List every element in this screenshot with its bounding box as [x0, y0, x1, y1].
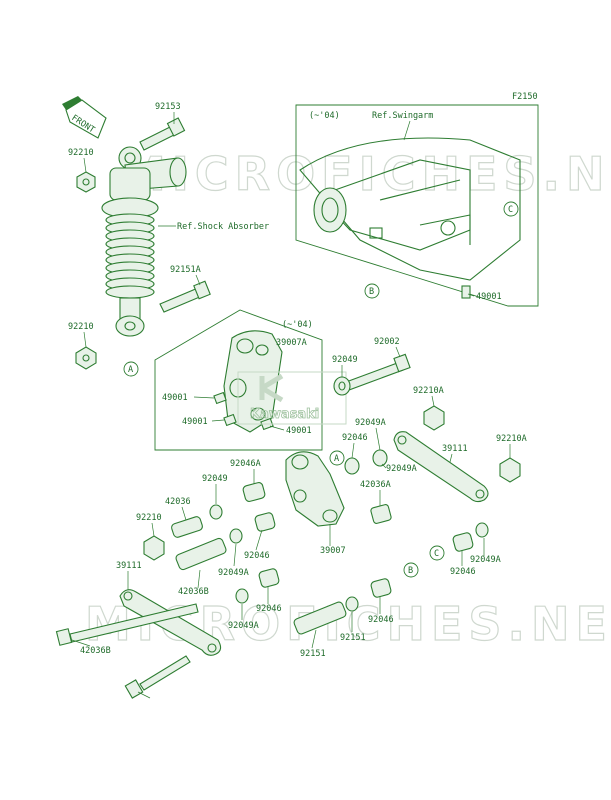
nut-92210A-upper	[423, 405, 445, 431]
svg-text:A: A	[334, 454, 339, 464]
nut-92210A-lower	[499, 457, 521, 483]
part-label: 42036B	[178, 587, 209, 597]
part-label: 92049	[332, 355, 358, 365]
part-label: 39111	[116, 561, 142, 571]
rocker-39007	[285, 451, 345, 527]
swingarm-reference-box	[295, 104, 539, 307]
svg-text:C: C	[434, 549, 439, 559]
nut-92210-lower-left	[143, 535, 165, 561]
part-label: 49001	[476, 292, 502, 302]
svg-text:B: B	[369, 287, 374, 297]
shock-absorber	[101, 146, 187, 337]
bolt-92151A	[159, 280, 211, 313]
part-label: 49001	[286, 426, 312, 436]
bolt-92153	[139, 117, 186, 151]
callout-a-1: A	[123, 361, 139, 377]
svg-text:A: A	[128, 365, 133, 375]
callout-b-1: B	[364, 283, 380, 299]
bushings	[171, 449, 489, 635]
part-label: 92210	[68, 148, 94, 158]
part-label: 92046	[256, 604, 282, 614]
swingarm-range: (~'04)	[309, 111, 340, 121]
part-label: 92049A	[228, 621, 259, 631]
part-label: 49001	[162, 393, 188, 403]
figure-code: F2150	[512, 92, 538, 102]
kawasaki-badge: Kawasaki	[237, 371, 347, 425]
collar-92049-top	[333, 376, 351, 396]
front-arrow-icon: FRONT	[62, 96, 107, 139]
tie-rod-39111-right	[393, 431, 489, 503]
part-label: 39111	[442, 444, 468, 454]
brand-badge-text: Kawasaki	[250, 407, 319, 422]
part-label: 92046A	[230, 459, 261, 469]
part-label: 92046	[342, 433, 368, 443]
part-label: 42036	[165, 497, 191, 507]
part-label: 92002	[374, 337, 400, 347]
bolt-92151-upper	[55, 603, 199, 646]
part-label: 92046	[450, 567, 476, 577]
part-label: 92049	[202, 474, 228, 484]
part-label: 92210	[136, 513, 162, 523]
part-label: 92049A	[355, 418, 386, 428]
callout-c-2: C	[429, 545, 445, 561]
part-label: 92049A	[386, 464, 417, 474]
part-label: 42036A	[360, 480, 391, 490]
part-label: 92046	[244, 551, 270, 561]
part-label: 42036B	[80, 646, 111, 656]
part-label: 92153	[155, 102, 181, 112]
part-label: 92049A	[218, 568, 249, 578]
part-label: 92210A	[496, 434, 527, 444]
part-label: 92151A	[170, 265, 201, 275]
watermark-top: MICROFICHES.NET	[120, 147, 611, 201]
callout-b-2: B	[403, 562, 419, 578]
part-label: 92151	[300, 649, 326, 659]
part-label: 39007A	[276, 338, 307, 348]
part-labels: 92153 92210 92151A 92210 49001 39007A 92…	[68, 102, 527, 699]
part-label: 49001	[182, 417, 208, 427]
part-label: 92049A	[470, 555, 501, 565]
shock-ref: Ref.Shock Absorber	[177, 222, 269, 232]
part-label: 92210	[68, 322, 94, 332]
callout-c-1: C	[503, 201, 519, 217]
svg-text:B: B	[408, 566, 413, 576]
spring-coil	[105, 285, 155, 299]
part-label: 92210A	[413, 386, 444, 396]
callout-a-2: A	[329, 450, 345, 466]
part-label: 92151	[340, 633, 366, 643]
svg-text:C: C	[508, 205, 513, 215]
part-label: 39007	[320, 546, 346, 556]
nut-92210-top	[76, 171, 96, 193]
part-label: 92046	[368, 615, 394, 625]
nut-92210-bottom	[75, 346, 97, 370]
swingarm-ref: Ref.Swingarm	[372, 111, 433, 121]
lever-range: (~'04)	[282, 320, 313, 330]
bolt-92151-lower	[124, 655, 191, 699]
